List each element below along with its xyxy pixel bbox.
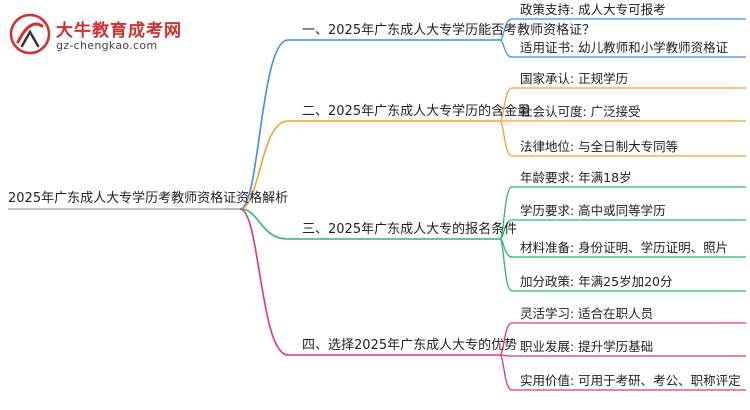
- branch-topic-3: 三、2025年广东成人大专的报名条件: [302, 222, 518, 237]
- leaf-topic-3-4: 加分政策: 年满25岁加20分: [520, 274, 673, 289]
- branch-connector-2: [239, 120, 289, 210]
- branch-connector-3: [239, 208, 289, 240]
- branch-topic-4: 四、选择2025年广东成人大专的优势: [302, 338, 518, 353]
- leaf-topic-2-1: 国家承认: 正规学历: [520, 71, 629, 86]
- site-logo: 大牛教育成考网 gz-chengkao.com: [8, 12, 188, 56]
- leaf-connector-3-4: [499, 238, 513, 292]
- leaf-topic-3-3: 材料准备: 身份证明、学历证明、照片: [520, 240, 729, 255]
- leaf-connector-2-3: [499, 120, 513, 157]
- logo-url: gz-chengkao.com: [56, 39, 158, 52]
- logo-title: 大牛教育成考网: [56, 21, 182, 41]
- leaf-topic-1-2: 适用证书: 幼儿教师和小学教师资格证: [520, 40, 729, 55]
- leaf-connector-3-2: [499, 219, 513, 240]
- branch-connector-1: [239, 39, 289, 210]
- branch-topic-2: 二、2025年广东成人大专学历的含金量: [302, 104, 531, 119]
- leaf-connector-4-1: [499, 322, 513, 356]
- leaf-topic-4-3: 实用价值: 可用于考研、考公、职称评定: [520, 373, 741, 388]
- root-topic: 2025年广东成人大专学历考教师资格证资格解析: [8, 191, 289, 206]
- leaf-topic-3-1: 年龄要求: 年满18岁: [520, 170, 632, 185]
- leaf-topic-3-2: 学历要求: 高中或同等学历: [520, 203, 666, 218]
- leaf-topic-2-2: 社会认可度: 广泛接受: [520, 104, 641, 119]
- leaf-topic-2-3: 法律地位: 与全日制大专同等: [520, 139, 679, 154]
- leaf-connector-2-1: [499, 87, 513, 122]
- logo-mark-icon: [9, 13, 51, 55]
- leaf-topic-1-1: 政策支持: 成人大专可报考: [520, 2, 666, 17]
- branch-connector-4: [239, 208, 289, 356]
- leaf-connector-1-2: [499, 39, 513, 58]
- leaf-connector-1-1: [499, 18, 513, 41]
- leaf-topic-4-1: 灵活学习: 适合在职人员: [520, 306, 654, 321]
- leaf-connector-4-3: [499, 354, 513, 391]
- branch-topic-1: 一、2025年广东成人大专学历能否考教师资格证？: [302, 23, 596, 38]
- leaf-connector-3-1: [499, 186, 513, 240]
- leaf-connector-4-2: [499, 354, 513, 357]
- leaf-topic-4-2: 职业发展: 提升学历基础: [520, 339, 654, 354]
